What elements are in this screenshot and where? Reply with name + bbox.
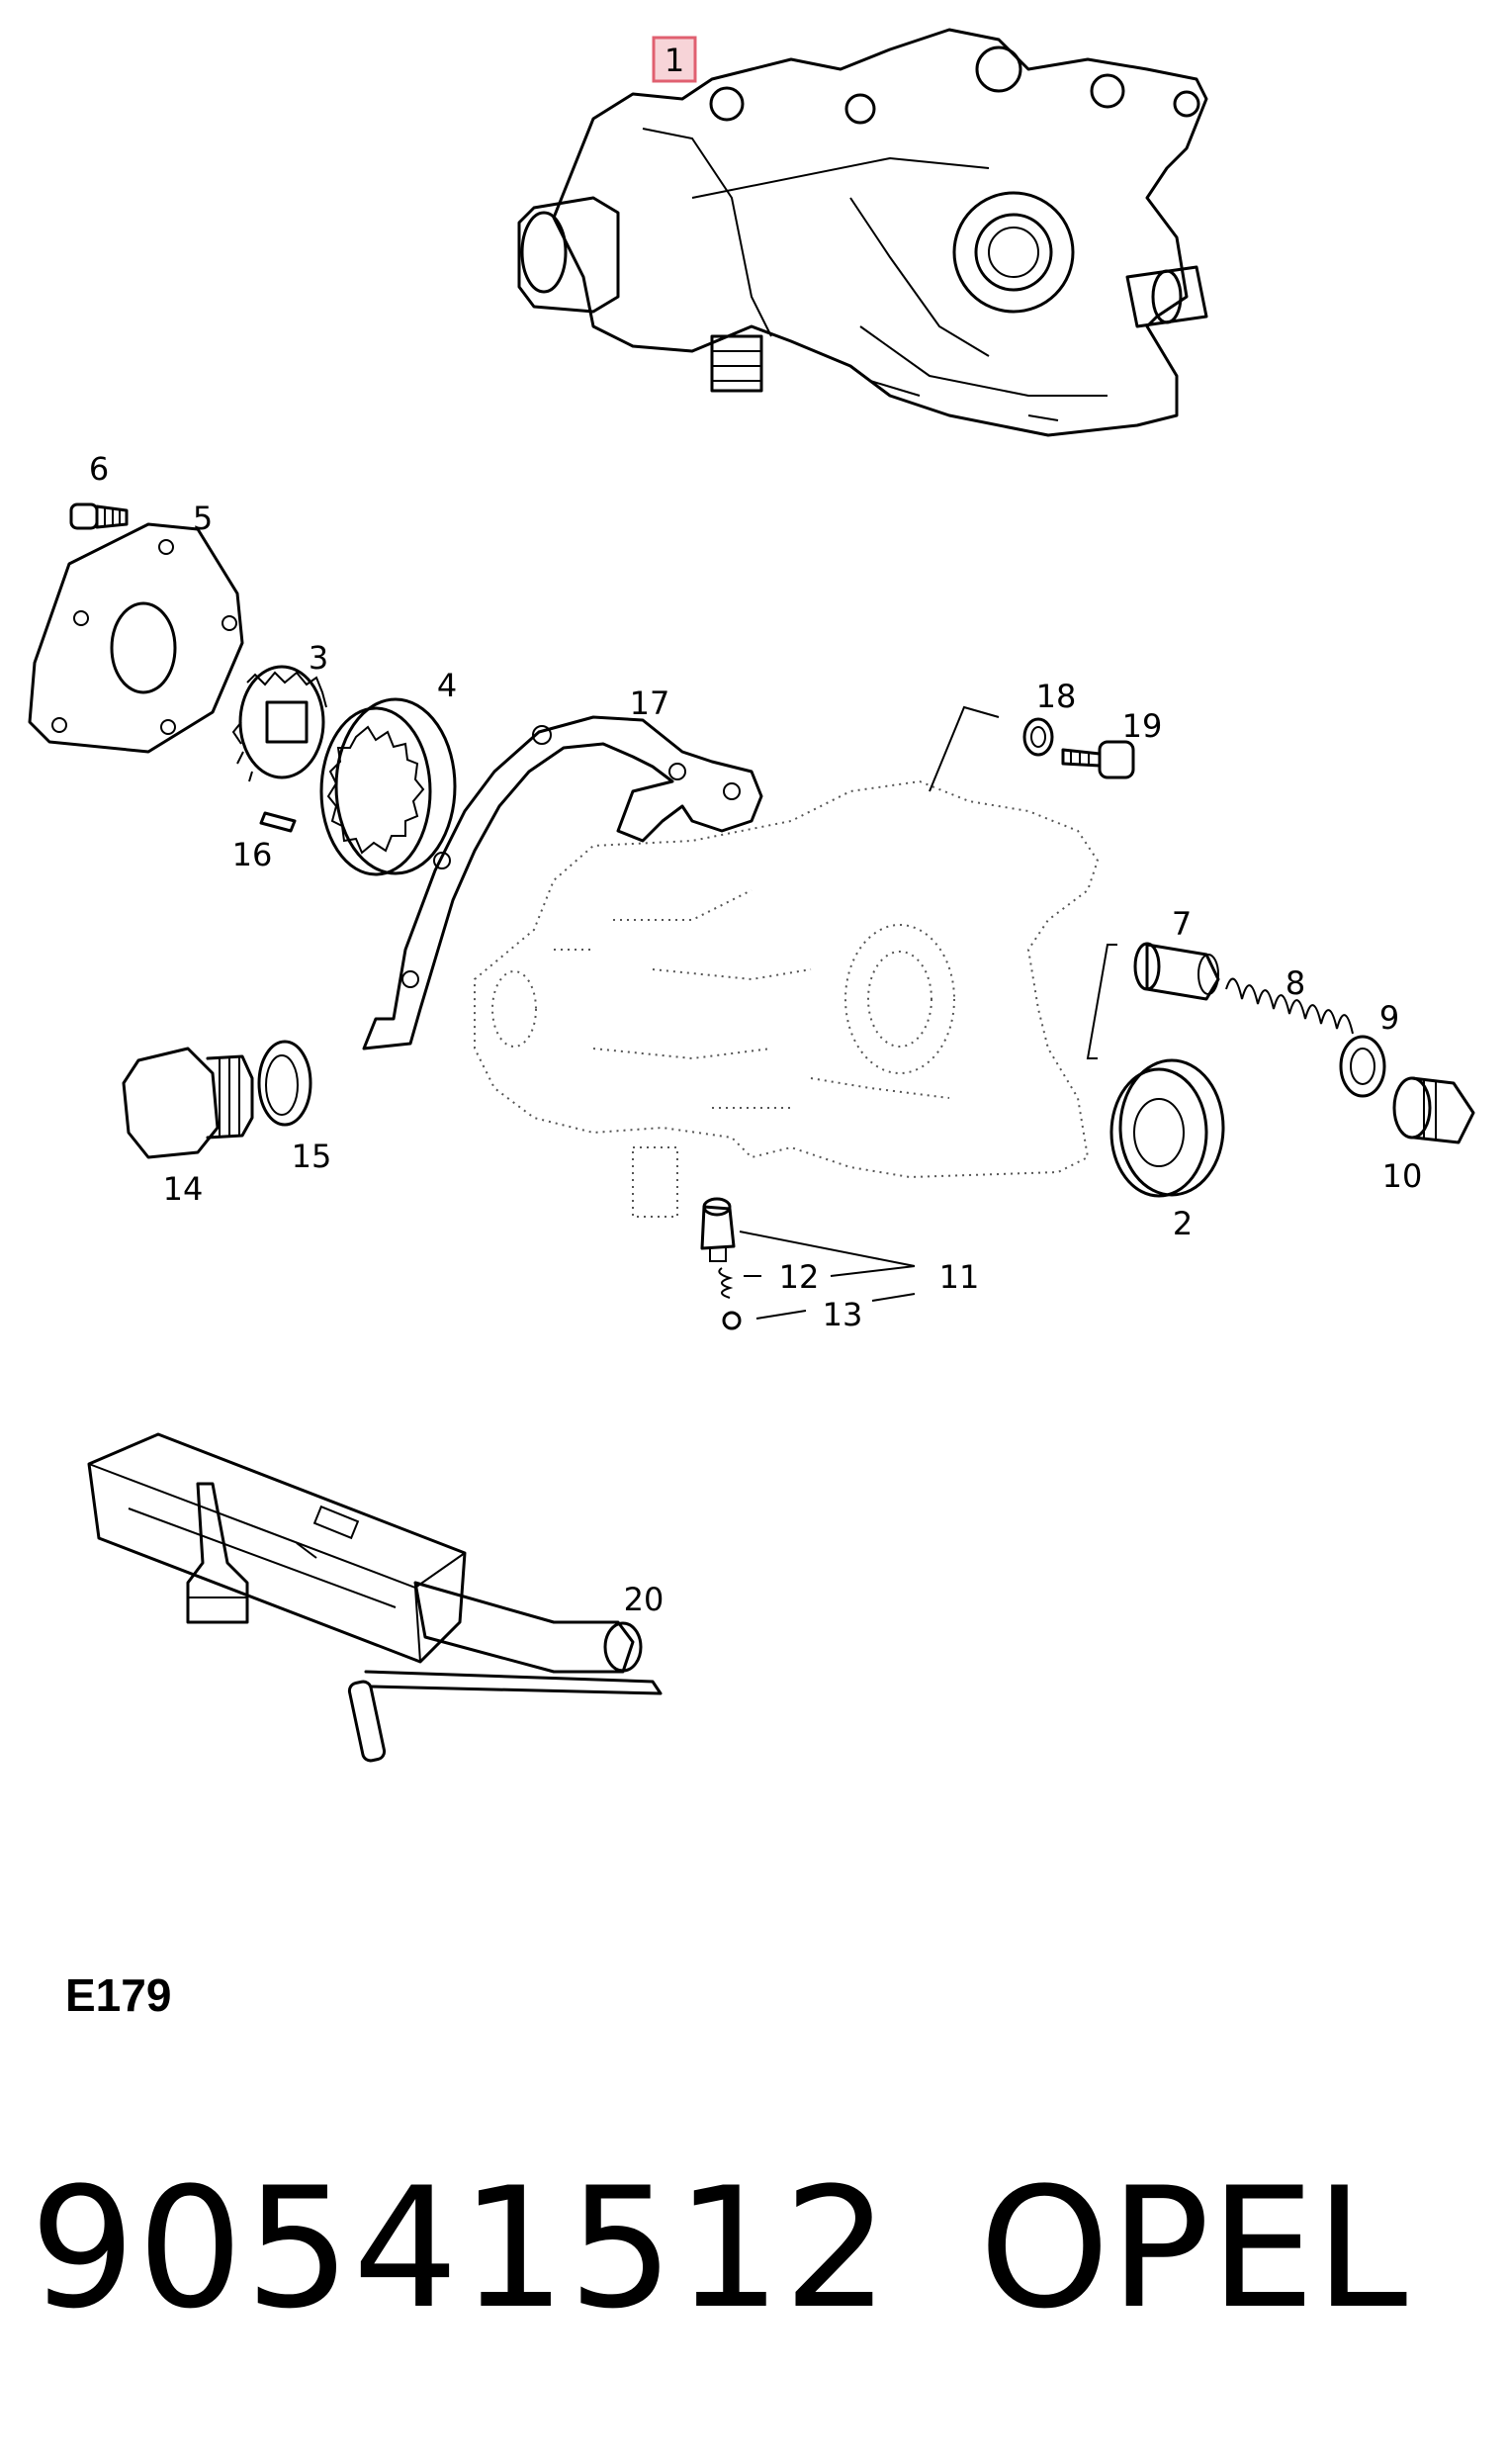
part-number: 90541512 xyxy=(30,2151,892,2345)
callout-label-9: 9 xyxy=(1379,999,1399,1037)
valve-spring-drawing xyxy=(718,1267,734,1299)
ball-drawing xyxy=(722,1311,742,1330)
callout-1-highlight[interactable]: 1 xyxy=(652,36,697,83)
leader-13 xyxy=(755,1310,807,1320)
callout-label-16: 16 xyxy=(232,836,273,873)
plug-washer-drawing xyxy=(257,1040,312,1127)
leader-18 xyxy=(929,705,1000,792)
cover-plate-drawing xyxy=(28,522,244,754)
leader-11b xyxy=(830,1265,916,1277)
callout-label-1: 1 xyxy=(665,42,684,79)
outer-gear-drawing xyxy=(319,697,457,876)
pin-drawing xyxy=(259,811,297,833)
diagram-code: E179 xyxy=(65,1969,172,2021)
exploded-parts-diagram: 1 2 3 4 5 6 7 8 9 10 11 12 13 14 15 16 1… xyxy=(28,28,1475,1763)
lock-washer-drawing xyxy=(1022,717,1054,757)
callout-label-4: 4 xyxy=(437,667,457,704)
oil-seal-drawing xyxy=(1109,1058,1225,1198)
callout-label-18: 18 xyxy=(1036,678,1077,715)
brand-name: OPEL xyxy=(979,2151,1408,2345)
relief-spring-drawing xyxy=(1225,977,1354,1035)
leader-11a xyxy=(739,1231,916,1267)
callout-label-12: 12 xyxy=(779,1258,820,1296)
callout-label-10: 10 xyxy=(1382,1157,1423,1195)
callout-label-5: 5 xyxy=(193,500,213,537)
callout-label-19: 19 xyxy=(1122,707,1163,745)
callout-label-8: 8 xyxy=(1285,964,1305,1002)
callout-label-20: 20 xyxy=(624,1581,665,1618)
callout-label-3: 3 xyxy=(309,639,328,677)
valve-assembly-drawing xyxy=(700,1197,736,1262)
sealant-kit-drawing xyxy=(87,1432,663,1763)
housing-ghost-outline xyxy=(474,779,1100,1218)
callout-label-11: 11 xyxy=(939,1258,980,1296)
relief-piston-drawing xyxy=(1133,942,1220,1001)
inner-gear-drawing xyxy=(231,665,327,782)
relief-plug-drawing xyxy=(1392,1076,1475,1144)
callout-label-2: 2 xyxy=(1173,1205,1193,1242)
cover-screw-drawing xyxy=(69,502,129,530)
gasket-drawing xyxy=(362,715,763,1050)
seal-ring-drawing xyxy=(1339,1035,1386,1098)
drain-plug-drawing xyxy=(122,1047,254,1159)
callout-label-6: 6 xyxy=(89,450,109,488)
callout-label-13: 13 xyxy=(823,1296,863,1333)
callout-label-17: 17 xyxy=(630,684,670,722)
leader-13b xyxy=(871,1293,916,1302)
callout-label-14: 14 xyxy=(163,1170,204,1208)
callout-label-7: 7 xyxy=(1172,905,1192,943)
oil-pump-housing-drawing xyxy=(517,28,1208,437)
bolt-drawing xyxy=(1061,740,1135,779)
callout-label-15: 15 xyxy=(292,1138,332,1175)
relief-bracket xyxy=(1086,944,1117,1059)
